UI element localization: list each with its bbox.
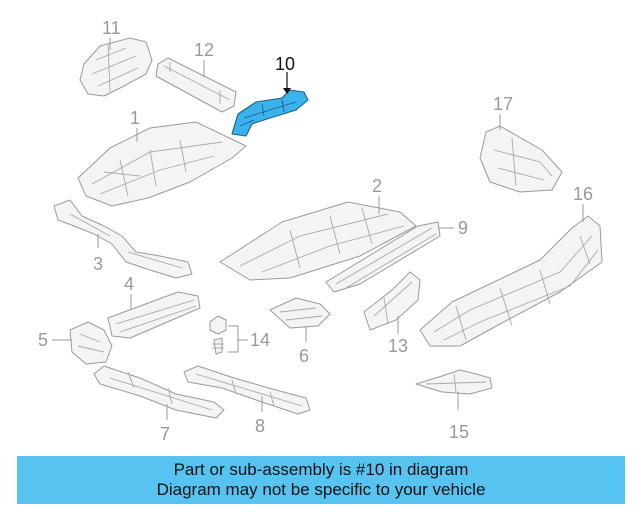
part-8[interactable]: 8 [183,365,311,436]
part-6[interactable]: 6 [269,297,331,366]
callout-1: 1 [130,108,140,128]
part-15[interactable]: 15 [415,369,493,442]
callout-11: 11 [102,18,121,38]
callout-4: 4 [124,274,134,294]
callout-16: 16 [573,184,593,204]
part-11[interactable]: 11 [79,18,153,97]
callout-5: 5 [38,330,48,350]
part-17[interactable]: 17 [479,94,563,193]
part-9[interactable]: 9 [325,218,468,293]
part-5[interactable]: 5 [38,321,113,365]
part-1[interactable]: 1 [77,108,247,207]
callout-10: 10 [275,54,295,74]
part-13[interactable]: 13 [363,271,421,356]
callout-6: 6 [299,346,309,366]
callout-12: 12 [194,40,214,60]
callout-7: 7 [160,424,170,444]
info-banner-line-2: Diagram may not be specific to your vehi… [156,480,486,499]
parts-diagram: 11 12 10 1 17 2 9 [38,18,603,444]
part-12[interactable]: 12 [155,40,237,113]
callout-3: 3 [93,254,103,274]
callout-13: 13 [388,336,408,356]
part-4[interactable]: 4 [107,274,201,339]
callout-15: 15 [449,422,469,442]
part-14[interactable]: 14 [209,315,270,355]
part-16[interactable]: 16 [419,184,603,347]
callout-8: 8 [255,416,265,436]
part-2[interactable]: 2 [219,176,417,281]
part-10[interactable]: 10 [231,54,309,137]
callout-9: 9 [458,218,468,238]
callout-14: 14 [250,330,270,350]
info-banner: Part or sub-assembly is #10 in diagram D… [17,456,625,504]
callout-2: 2 [372,176,382,196]
info-banner-line-1: Part or sub-assembly is #10 in diagram [173,460,469,479]
part-7[interactable]: 7 [93,365,225,444]
callout-17: 17 [493,94,513,114]
part-3[interactable]: 3 [53,199,193,279]
